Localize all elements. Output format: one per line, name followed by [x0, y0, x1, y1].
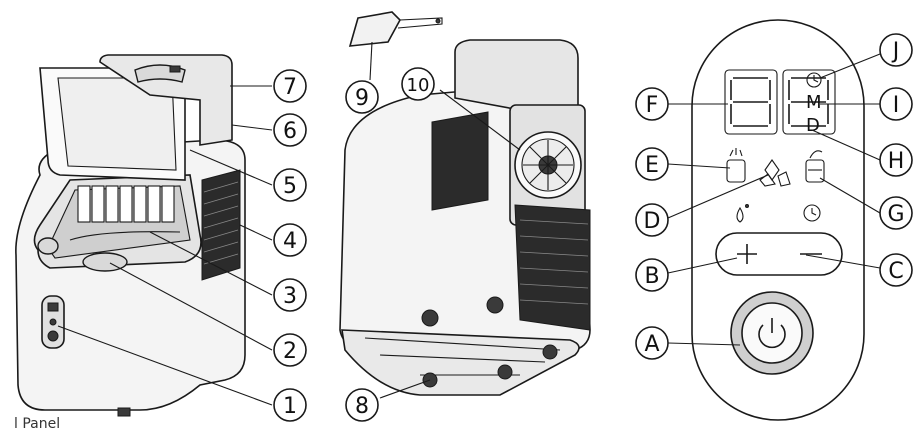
svg-text:4: 4	[283, 229, 297, 254]
svg-text:I: I	[893, 93, 900, 118]
callout-J: J	[879, 33, 913, 67]
ice-maker-rear-view	[339, 11, 591, 396]
ice-maker-front-view	[15, 54, 246, 417]
mode-letter-d: D	[806, 115, 820, 136]
callout-F: F	[635, 87, 669, 121]
callout-9: 9	[345, 80, 379, 114]
callout-2: 2	[273, 333, 307, 367]
callout-G: G	[879, 196, 913, 230]
svg-text:F: F	[646, 93, 659, 118]
svg-text:9: 9	[355, 86, 369, 111]
svg-text:1: 1	[283, 394, 297, 419]
callout-A: A	[635, 326, 669, 360]
power-icon	[758, 318, 786, 349]
control-panel-diagram: M D	[691, 19, 865, 421]
callout-E: E	[635, 147, 669, 181]
plus-minus-rocker	[715, 232, 843, 276]
plus-button[interactable]	[720, 237, 778, 271]
svg-text:6: 6	[283, 119, 297, 144]
panel-leader-lines	[667, 53, 881, 346]
callout-B: B	[635, 258, 669, 292]
svg-text:2: 2	[283, 339, 297, 364]
left-leader-lines	[57, 85, 273, 406]
bottom-base-plate	[341, 329, 580, 396]
callout-1: 1	[273, 388, 307, 422]
ice-scoop	[348, 11, 443, 47]
middle-leader-lines	[369, 41, 521, 399]
callout-7: 7	[273, 69, 307, 103]
minus-button[interactable]	[782, 237, 838, 271]
svg-text:5: 5	[283, 174, 297, 199]
svg-text:C: C	[888, 259, 903, 284]
timer-indicator-icon	[806, 72, 822, 88]
bottom-caption: l Panel	[14, 416, 60, 429]
ice-making-icon	[805, 150, 825, 183]
digit-display	[724, 69, 836, 135]
ice-cube-tray	[77, 185, 175, 223]
svg-text:3: 3	[283, 284, 297, 309]
water-drop-icon	[736, 204, 749, 223]
callout-10: 10	[401, 67, 435, 101]
callout-D: D	[635, 203, 669, 237]
callout-4: 4	[273, 223, 307, 257]
svg-text:D: D	[644, 209, 661, 234]
svg-text:7: 7	[283, 75, 297, 100]
svg-text:G: G	[887, 202, 904, 227]
rear-left-vent	[431, 111, 489, 211]
side-grille-lower	[514, 204, 591, 331]
callout-H: H	[879, 143, 913, 177]
svg-text:H: H	[888, 149, 905, 174]
cooling-fan	[509, 104, 586, 226]
callout-8: 8	[345, 388, 379, 422]
svg-text:10: 10	[407, 75, 430, 96]
side-vent-grille	[201, 169, 241, 281]
svg-text:B: B	[644, 264, 659, 289]
svg-text:J: J	[891, 39, 900, 64]
svg-text:E: E	[645, 153, 659, 178]
ice-full-icon	[726, 148, 746, 183]
callout-I: I	[879, 87, 913, 121]
callout-3: 3	[273, 278, 307, 312]
svg-text:A: A	[644, 332, 659, 357]
power-button[interactable]	[730, 291, 814, 375]
mode-letter-m: M	[806, 92, 822, 113]
clock-icon	[803, 204, 821, 222]
callout-5: 5	[273, 168, 307, 202]
callout-C: C	[879, 253, 913, 287]
svg-text:8: 8	[355, 394, 369, 419]
callout-6: 6	[273, 113, 307, 147]
